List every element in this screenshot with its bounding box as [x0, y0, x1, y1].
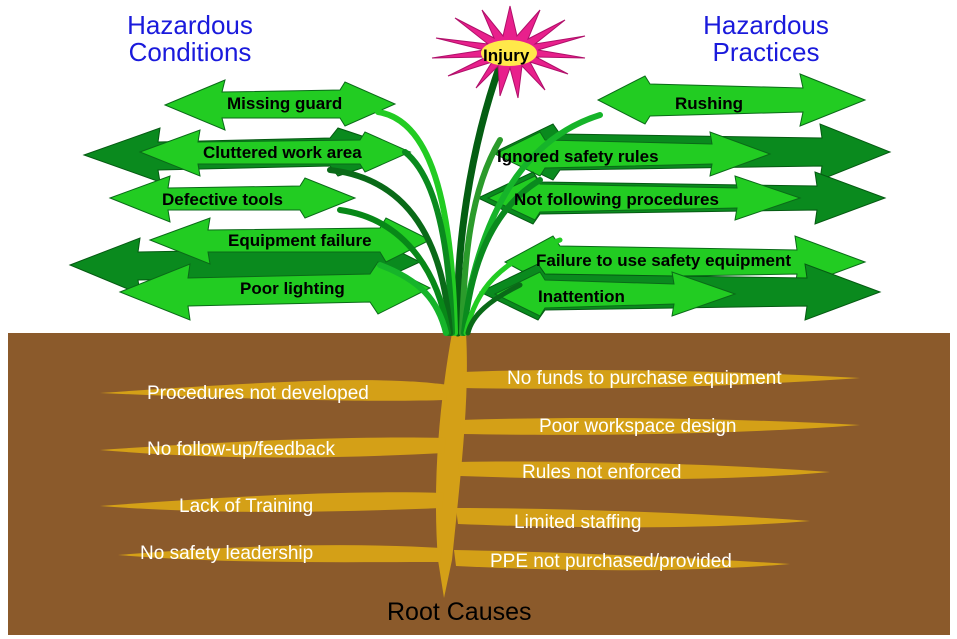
stems — [327, 61, 603, 337]
leaves-left — [68, 79, 432, 321]
stem — [402, 149, 455, 336]
root-label-procedures-not-developed: Procedures not developed — [147, 383, 369, 404]
heading-hazardous-practices: Hazardous Practices — [676, 12, 856, 66]
root-branch — [118, 545, 442, 563]
root-label-lack-of-training: Lack of Training — [179, 496, 314, 517]
main-stem — [454, 61, 504, 337]
root-label-limited-staffing: Limited staffing — [514, 512, 642, 533]
stem — [459, 137, 503, 336]
leaf-arrow — [108, 175, 357, 223]
root-label-no-safety-leadership: No safety leadership — [140, 543, 314, 564]
stem — [375, 109, 458, 336]
root-branch — [460, 417, 860, 435]
root-branch — [100, 437, 446, 458]
root-label-no-funds-to-purchase-equipment: No funds to purchase equipment — [507, 368, 782, 389]
stem — [377, 262, 449, 336]
flower-center — [481, 40, 537, 66]
root-causes-label: Root Causes — [387, 598, 532, 626]
leaf-arrow — [493, 271, 737, 317]
leaf-label-missing-guard: Missing guard — [227, 94, 343, 113]
injury-label: Injury — [483, 46, 530, 65]
leaf-label-rushing: Rushing — [675, 94, 743, 113]
root-branch — [100, 380, 448, 401]
leaf-label-defective-tools: Defective tools — [162, 190, 283, 209]
heading-line: Practices — [712, 37, 820, 67]
leaf-label-ignored-safety-rules: Ignored safety rules — [497, 147, 659, 166]
heading-line: Hazardous — [127, 10, 253, 40]
leaf-label-not-following-procedures: Not following procedures — [514, 190, 719, 209]
root-branch — [462, 370, 860, 389]
leaf-arrow — [596, 73, 867, 127]
root-branch — [458, 461, 830, 480]
stem — [461, 177, 543, 336]
heading-line: Hazardous — [703, 10, 829, 40]
root-branch — [100, 492, 444, 512]
leaf-arrow — [118, 261, 432, 321]
heading-hazardous-conditions: Hazardous Conditions — [100, 12, 280, 66]
stem — [465, 282, 523, 336]
injury-flower — [431, 5, 586, 99]
leaf-label-inattention: Inattention — [538, 287, 625, 306]
root-label-poor-workspace-design: Poor workspace design — [539, 416, 737, 437]
leaf-arrow — [163, 79, 397, 131]
stem — [327, 167, 453, 336]
leaves-right — [476, 73, 892, 321]
stem — [337, 207, 451, 336]
leaf-label-poor-lighting: Poor lighting — [240, 279, 345, 298]
leaf-label-failure-to-use-safety-equipment: Failure to use safety equipment — [536, 251, 792, 270]
leaf-arrow — [138, 129, 412, 177]
leaf-label-equipment-failure: Equipment failure — [228, 231, 372, 250]
root-branch — [454, 550, 790, 571]
leaf-arrow — [486, 175, 802, 221]
heading-line: Conditions — [128, 37, 252, 67]
leaf-label-cluttered-work-area: Cluttered work area — [203, 143, 362, 162]
root-label-ppe-not-purchased-provided: PPE not purchased/provided — [490, 551, 732, 572]
root-label-rules-not-enforced: Rules not enforced — [522, 462, 682, 483]
stem — [463, 237, 563, 336]
root-label-no-follow-up-feedback: No follow-up/feedback — [147, 439, 335, 460]
root-system — [100, 333, 860, 598]
root-branch — [456, 508, 810, 528]
